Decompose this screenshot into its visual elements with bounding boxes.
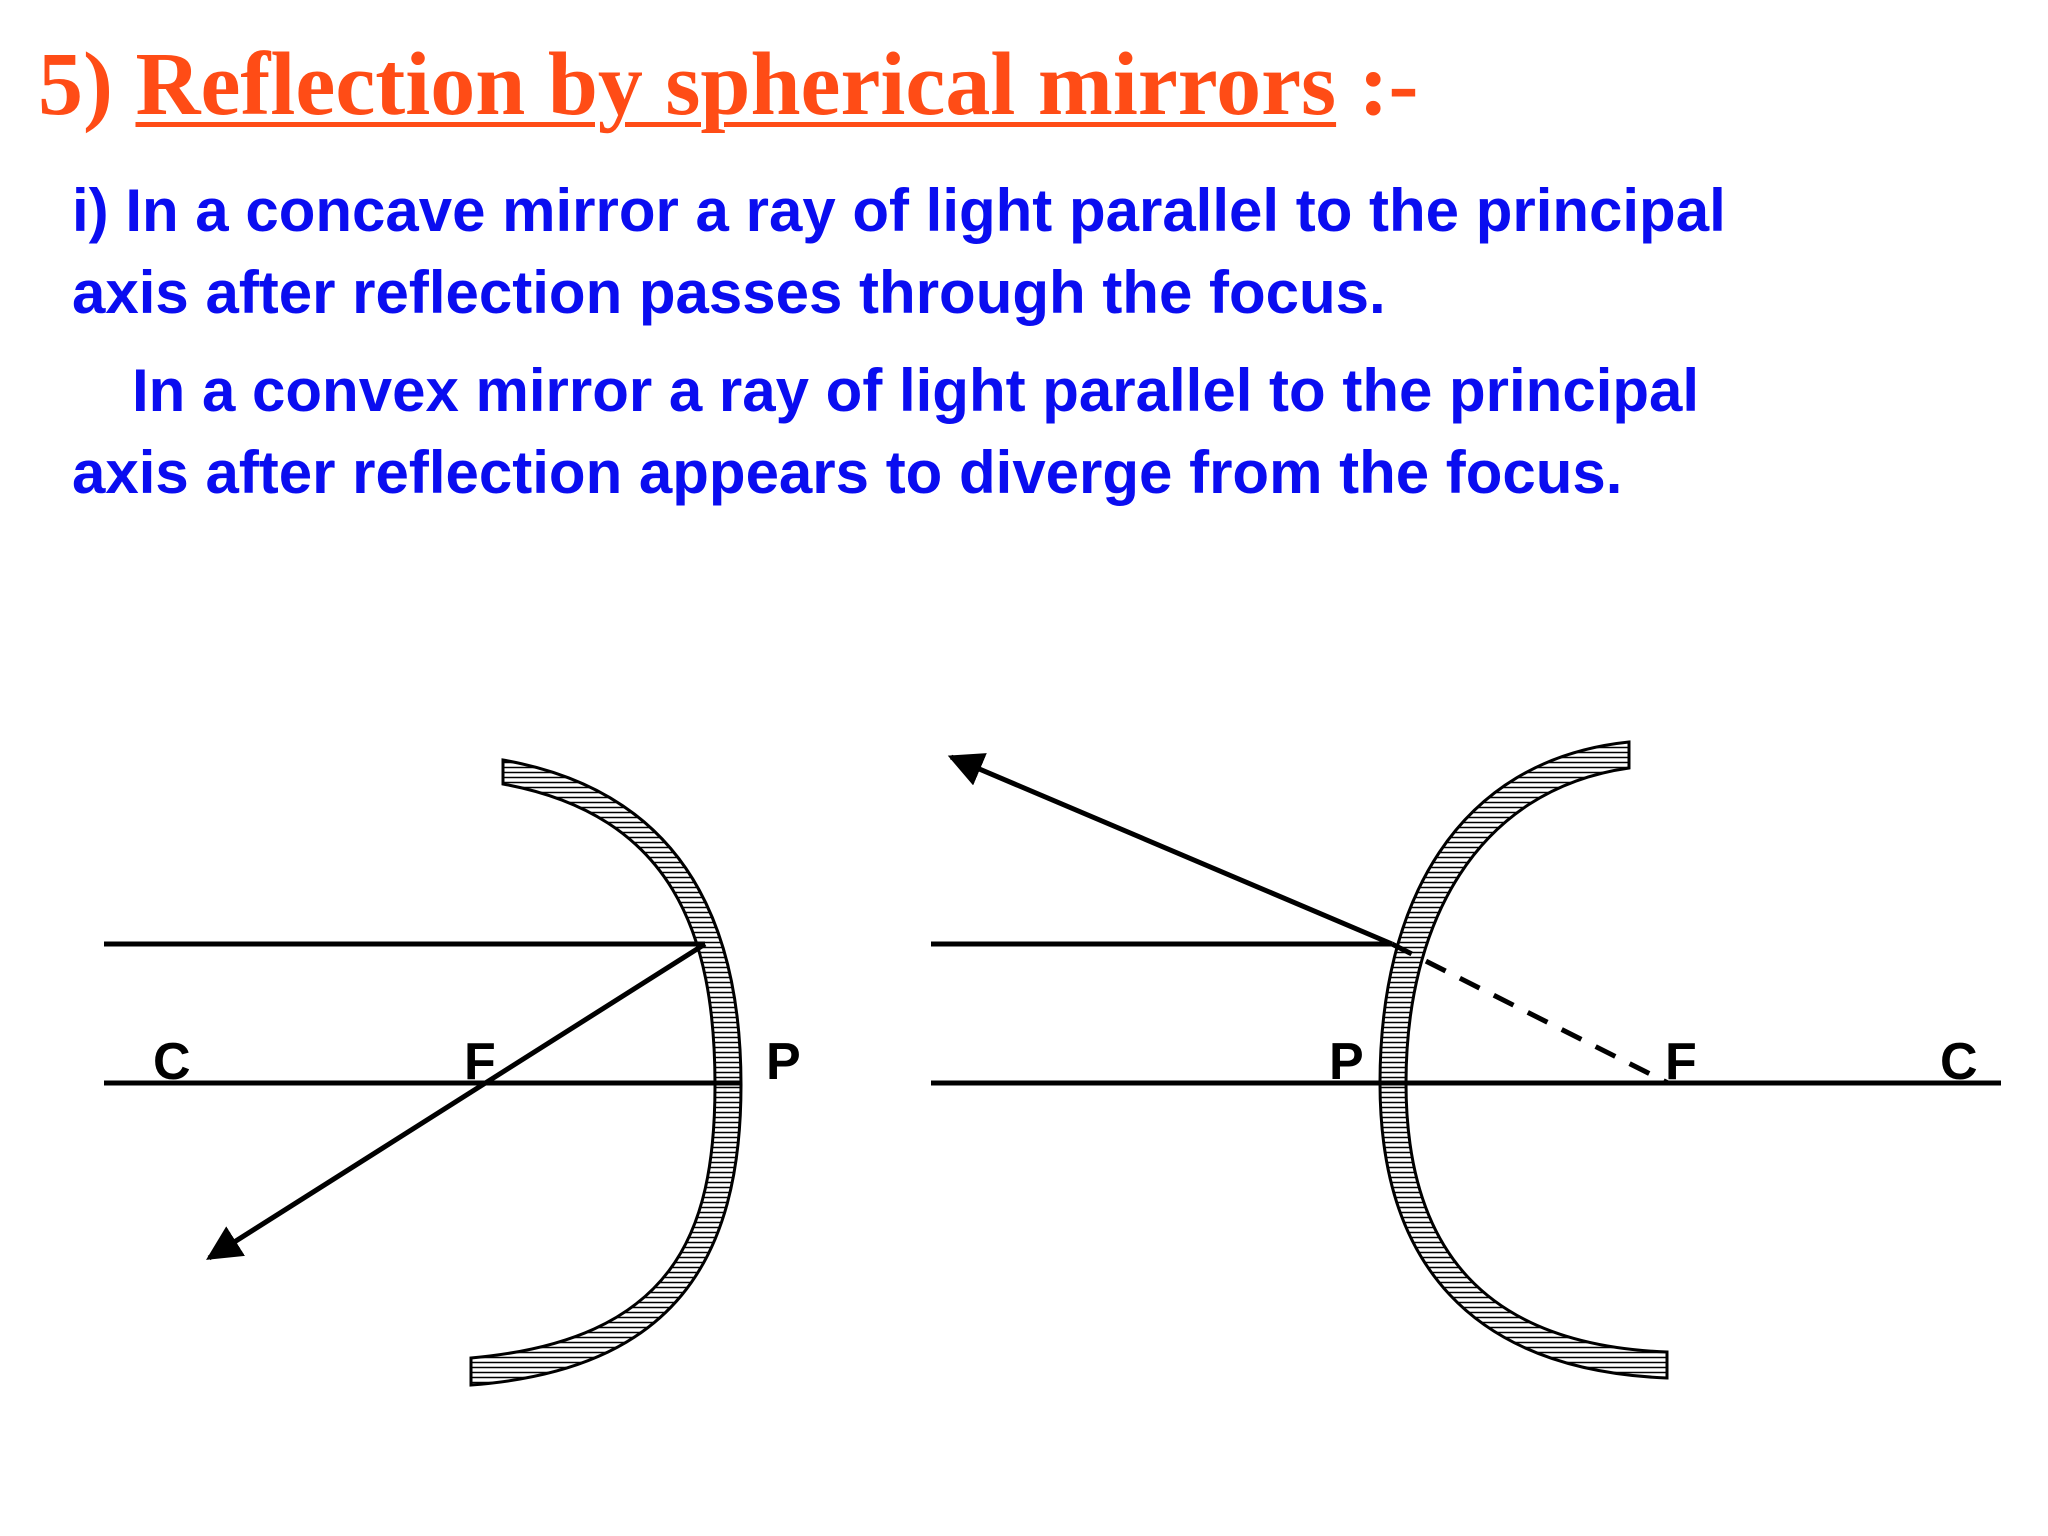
slide-title: 5) Reflection by spherical mirrors :-: [38, 30, 1419, 140]
convex-paragraph: In a convex mirror a ray of light parall…: [72, 350, 1699, 514]
convex-label-p: P: [1329, 1033, 1364, 1091]
convex-mirror-diagram: P F C: [931, 740, 2001, 1380]
concave-label-f: F: [464, 1033, 496, 1091]
convex-mirror: [1378, 740, 1669, 1380]
convex-line-2: axis after reflection appears to diverge…: [72, 439, 1623, 506]
convex-label-c: C: [1940, 1033, 1978, 1091]
concave-mirror-diagram: C F P: [104, 758, 801, 1387]
convex-reflected-ray: [947, 753, 1393, 947]
concave-reflected-ray: [206, 941, 707, 1261]
title-suffix: :-: [1358, 35, 1419, 134]
title-number: 5): [38, 35, 113, 134]
convex-line-1: In a convex mirror a ray of light parall…: [132, 357, 1700, 424]
concave-mirror: [469, 758, 743, 1387]
convex-label-f: F: [1665, 1033, 1697, 1091]
concave-line-1: i) In a concave mirror a ray of light pa…: [72, 177, 1726, 244]
concave-label-c: C: [153, 1033, 191, 1091]
title-text: Reflection by spherical mirrors: [135, 35, 1337, 134]
concave-paragraph: i) In a concave mirror a ray of light pa…: [72, 170, 1726, 334]
convex-virtual-ray: [1390, 941, 1670, 1086]
concave-label-p: P: [766, 1033, 801, 1091]
concave-line-2: axis after reflection passes through the…: [72, 259, 1386, 326]
